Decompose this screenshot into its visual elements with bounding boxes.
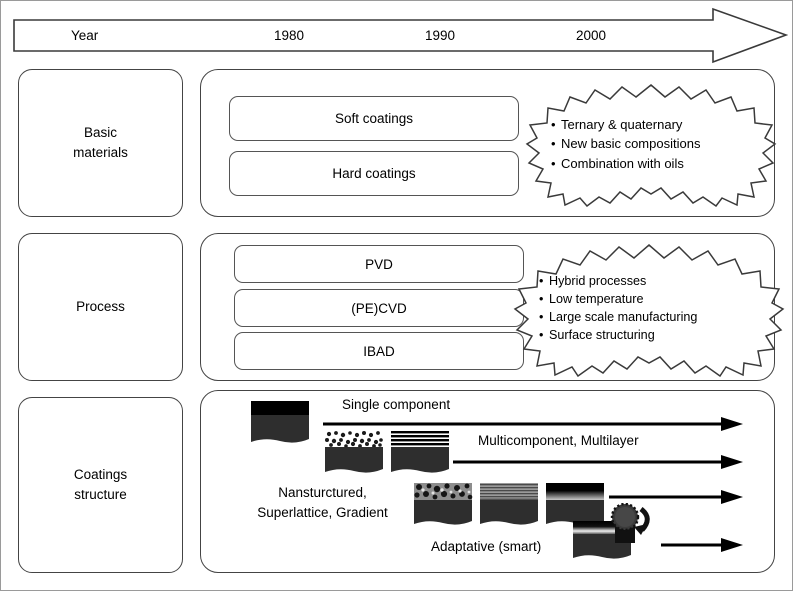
arrow-multicomponent-multilayer: [453, 454, 743, 470]
row-label-line1: Process: [76, 299, 125, 315]
row-label-line1: Basic: [83, 125, 117, 141]
arrow-label-single-component: Single component: [342, 397, 451, 412]
callout-bullet: •New basic compositions: [551, 136, 701, 152]
item-ibad[interactable]: IBAD: [234, 332, 524, 370]
caption-line1: Nansturctured,: [278, 485, 367, 500]
swatch-nanostructured: [412, 481, 474, 528]
swatch-adaptive-smart: [571, 503, 667, 565]
swatch-superlattice: [478, 481, 540, 528]
row-label-basic-materials: Basic materials: [18, 69, 183, 217]
row-label-line2: structure: [74, 487, 127, 502]
row-label-process: Process: [18, 233, 183, 381]
item-pecvd[interactable]: (PE)CVD: [234, 289, 524, 327]
callout-bullet: •Hybrid processes: [539, 274, 647, 289]
swatch-multicomponent: [323, 429, 385, 476]
timeline-arrow: Year 1980 1990 2000: [13, 7, 788, 65]
timeline-tick-1990: 1990: [425, 28, 456, 43]
arrow-label-multicomponent-multilayer: Multicomponent, Multilayer: [478, 433, 639, 448]
swatch-single-component: [249, 399, 311, 446]
row-label-line2: materials: [73, 145, 128, 160]
callout-bullet: •Combination with oils: [551, 155, 684, 171]
row-label-coatings-structure: Coatings structure: [18, 397, 183, 573]
callout-bullet: •Low temperature: [539, 292, 644, 307]
callout-basic-materials: •Ternary & quaternary •New basic composi…: [525, 81, 777, 207]
item-pvd[interactable]: PVD: [234, 245, 524, 283]
swatch-gradient: [544, 481, 606, 528]
ball-icon: [610, 503, 640, 532]
arrow-adaptive-smart: [661, 537, 743, 553]
arrow-label-adaptative-smart: Adaptative (smart): [431, 539, 542, 554]
caption-line2: Superlattice, Gradient: [257, 504, 388, 520]
timeline-tick-2000: 2000: [576, 28, 607, 43]
timeline-label-year: Year: [71, 28, 99, 43]
arrow-single-component: [323, 416, 743, 432]
callout-process: •Hybrid processes •Low temperature •Larg…: [513, 241, 785, 377]
swatch-multilayer: [389, 429, 451, 476]
arrow-nanostructured: [609, 489, 743, 505]
row-label-line1: Coatings: [73, 467, 128, 483]
caption-nanostructured: Nansturctured, Superlattice, Gradient: [235, 483, 410, 522]
callout-bullet: •Large scale manufacturing: [539, 310, 698, 324]
callout-bullet: •Surface structuring: [539, 327, 655, 342]
callout-bullet: •Ternary & quaternary: [551, 116, 683, 132]
item-soft-coatings[interactable]: Soft coatings: [229, 96, 519, 141]
item-hard-coatings[interactable]: Hard coatings: [229, 151, 519, 196]
timeline-tick-1980: 1980: [274, 28, 305, 43]
